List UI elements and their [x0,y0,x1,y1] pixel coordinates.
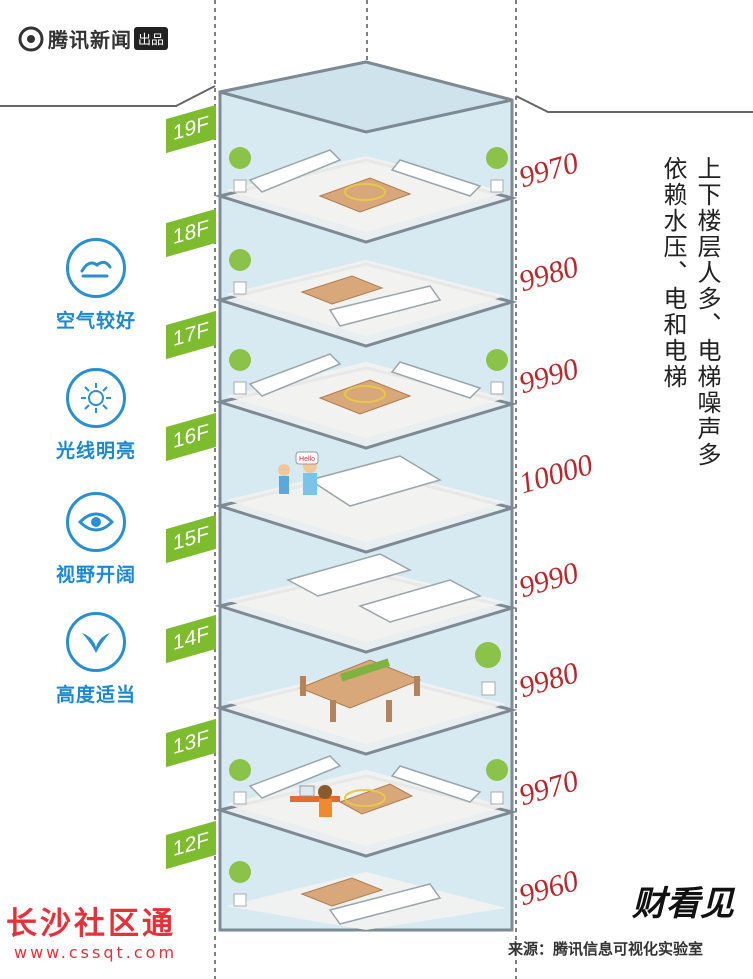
watermark-url: www.cssqt.com [14,943,178,962]
speech-bubble-text: Hello [299,456,315,463]
source-credit: 来源：腾讯信息可视化实验室 [508,940,704,958]
tencent-news-logo-icon [18,26,44,51]
logo: 腾讯新闻 出品 [18,24,169,53]
feature-light: 光线明亮 [36,368,156,463]
eye-icon [66,492,126,552]
air-icon [66,238,126,298]
watermark-title: 长沙社区通 [6,906,176,942]
note-line-2: 依赖水压、电和电梯 [659,156,687,390]
note-line-1: 上下楼层人多、电梯噪声多 [693,156,721,468]
feature-label: 空气较好 [55,310,136,332]
feature-view: 视野开阔 [36,492,156,587]
feature-label: 视野开阔 [55,564,136,586]
feature-label: 光线明亮 [55,440,136,462]
sun-icon [66,368,126,428]
feature-air: 空气较好 [36,238,156,333]
logo-text: 腾讯新闻 [48,28,132,52]
feature-height: 高度适当 [36,612,156,707]
logo-badge: 出品 [134,27,169,50]
brand-logo: 财看见 [632,884,734,924]
bird-icon [66,612,126,672]
feature-label: 高度适当 [55,684,136,706]
